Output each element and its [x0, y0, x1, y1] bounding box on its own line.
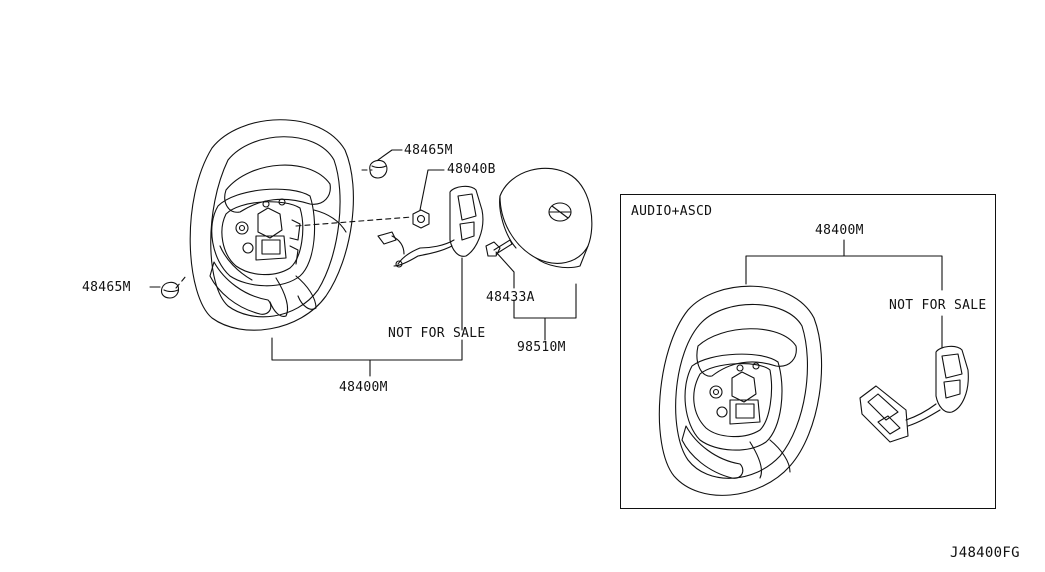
label-48040b: 48040B — [447, 162, 496, 177]
steering-wheel-main — [189, 119, 354, 331]
inset-title: AUDIO+ASCD — [631, 204, 713, 219]
label-48400m-main: 48400M — [339, 380, 388, 395]
inset-audio-ascd-box — [620, 194, 996, 509]
label-48400m-inset: 48400M — [815, 223, 864, 238]
dashed-leaders — [175, 169, 413, 289]
part-48465m-top-cap — [369, 159, 388, 179]
inset-switch-pads — [859, 345, 969, 443]
part-98510m-airbag — [499, 167, 593, 269]
steering-wheel-inset — [658, 285, 823, 496]
switch-assembly-main — [377, 185, 484, 268]
diagram-id: J48400FG — [950, 545, 1020, 561]
label-48465m-top: 48465M — [404, 143, 453, 158]
leader-lines-main — [149, 149, 577, 377]
label-not-for-sale-inset: NOT FOR SALE — [889, 298, 987, 313]
part-48433a-bolt — [485, 239, 513, 257]
label-48465m-left: 48465M — [82, 280, 131, 295]
part-48040b-nut — [412, 209, 430, 229]
part-48465m-left-cap — [160, 281, 180, 299]
label-not-for-sale-main: NOT FOR SALE — [388, 326, 486, 341]
label-48433a: 48433A — [486, 290, 535, 305]
leader-lines-inset — [745, 239, 943, 349]
label-98510m: 98510M — [517, 340, 566, 355]
